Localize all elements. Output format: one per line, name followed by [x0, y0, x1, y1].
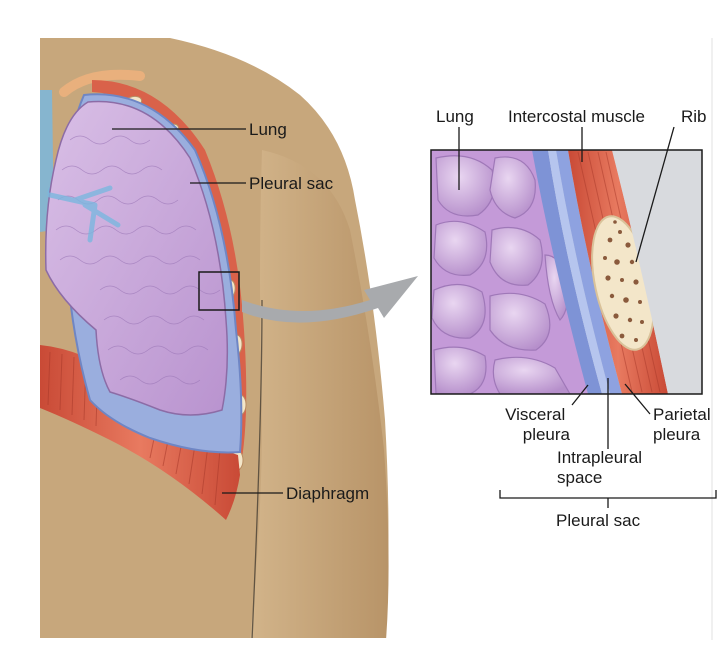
leader-lines [112, 126, 717, 508]
label-lung: Lung [249, 120, 287, 139]
label-visceral-pleura: Visceral pleura [505, 405, 570, 444]
label-pleural-sac-inset: Pleural sac [556, 511, 641, 530]
label-rib: Rib [681, 107, 707, 126]
chest-wall-muscle [92, 80, 247, 470]
inset-visceral-pleura [532, 150, 602, 394]
inset-frame [430, 149, 703, 395]
inset-lung-cells [431, 155, 571, 394]
label-intercostal-muscle: Intercostal muscle [508, 107, 645, 126]
clavicle [59, 69, 145, 97]
inset-parietal-pleura [556, 150, 622, 394]
torso-illustration [40, 38, 389, 638]
upper-arm [250, 150, 389, 638]
label-intrapleural-space: Intrapleural space [557, 448, 647, 487]
lung [44, 100, 229, 416]
magnified-area-box [198, 271, 240, 311]
bronchial-tree [47, 185, 121, 243]
inset-rib-marrow [603, 220, 644, 342]
label-inset-lung: Lung [436, 107, 474, 126]
label-diaphragm: Diaphragm [286, 484, 369, 503]
inset-intrapleural-space [548, 150, 610, 394]
label-parietal-pleura: Parietal pleura [653, 405, 715, 444]
magnify-arrow [242, 276, 418, 323]
label-pleural-sac-left: Pleural sac [249, 174, 334, 193]
inset-detail [431, 150, 702, 394]
